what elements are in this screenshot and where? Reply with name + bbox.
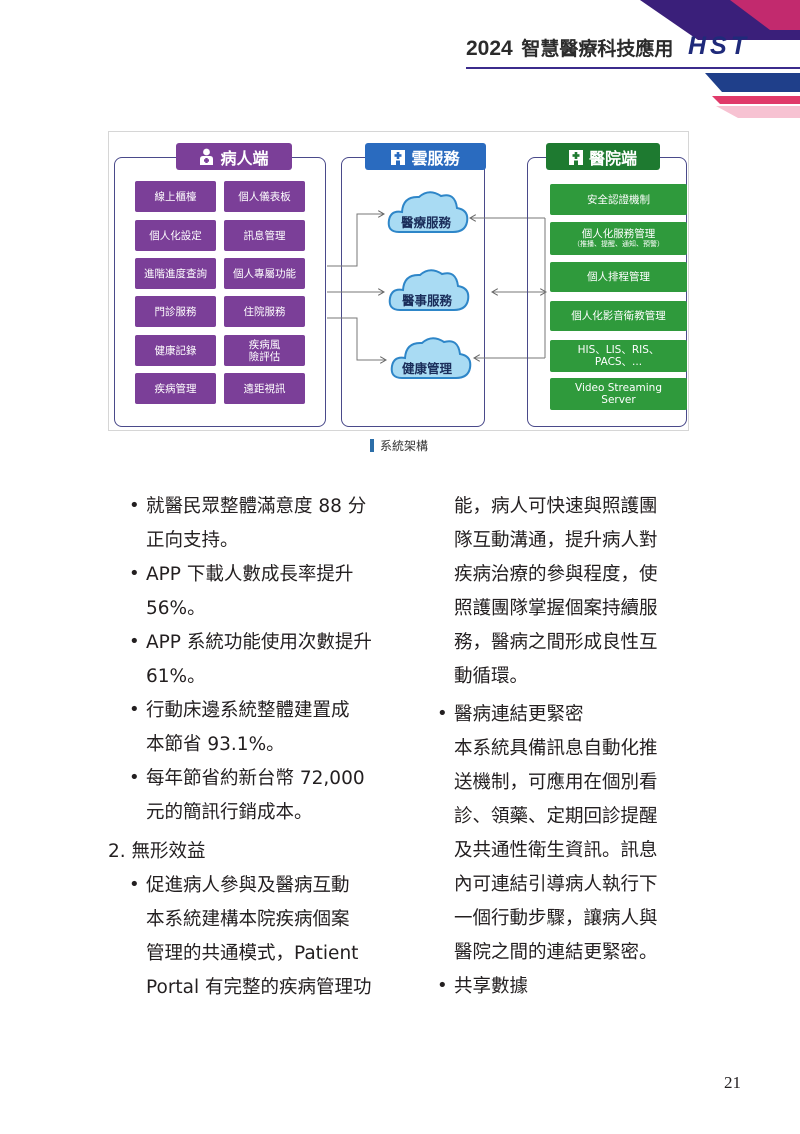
body-line: 疾病治療的參與程度，使 xyxy=(454,564,658,585)
header-title: 2024 智慧醫療科技應用 xyxy=(466,34,673,61)
body-line: 內可連結引導病人執行下 xyxy=(454,874,658,895)
cloud-icon xyxy=(387,191,469,233)
header-title-text: 智慧醫療科技應用 xyxy=(521,38,674,60)
cloud-service-health: 健康管理 xyxy=(402,361,453,376)
patient-item: 遠距視訊 xyxy=(224,373,305,404)
hospital-item: 個人化服務管理（推播、提醒、通知、預警） xyxy=(550,222,687,255)
body-line: 醫病連結更緊密 xyxy=(454,704,584,725)
patient-item: 門診服務 xyxy=(135,296,216,327)
hospital-building-icon xyxy=(568,150,583,165)
bullet-dot: • xyxy=(129,495,140,516)
cloud-service-medical: 醫療服務 xyxy=(401,215,452,230)
cloud-service-affairs: 醫事服務 xyxy=(402,293,453,308)
body-line: 元的簡訊行銷成本。 xyxy=(146,802,313,823)
hospital-panel-header: 醫院端 xyxy=(546,143,660,170)
person-icon xyxy=(200,148,214,165)
patient-item: 個人儀表板 xyxy=(224,181,305,212)
system-architecture-figure: 病人端 線上櫃檯 個人儀表板 個人化設定 訊息管理 進階進度查詢 個人專屬功能 … xyxy=(108,131,689,431)
body-line: 61%。 xyxy=(146,666,206,687)
bullet-dot: • xyxy=(129,767,140,788)
hst-logo: HST xyxy=(688,32,750,60)
connector-arrows xyxy=(327,132,690,432)
body-line: 一個行動步驟，讓病人與 xyxy=(454,908,658,929)
hospital-item: 個人化影音衛教管理 xyxy=(550,301,687,331)
body-line: APP 下載人數成長率提升 xyxy=(146,564,354,585)
body-line: 隊互動溝通，提升病人對 xyxy=(454,530,658,551)
body-line: 務，醫病之間形成良性互 xyxy=(454,632,658,653)
body-line: 行動床邊系統整體建置成 xyxy=(146,700,350,721)
body-line: 及共通性衛生資訊。訊息 xyxy=(454,840,658,861)
body-line: 本節省 93.1%。 xyxy=(146,734,285,755)
bullet-dot: • xyxy=(129,563,140,584)
bullet-dot: • xyxy=(437,703,448,724)
patient-item: 線上櫃檯 xyxy=(135,181,216,212)
patient-item: 訊息管理 xyxy=(224,220,305,251)
cloud-icon xyxy=(388,269,470,311)
cloud-panel-header: 雲服務 xyxy=(365,143,486,170)
page-number: 21 xyxy=(724,1073,741,1092)
bullet-dot: • xyxy=(437,975,448,996)
hospital-item: 個人排程管理 xyxy=(550,262,687,292)
body-line: 共享數據 xyxy=(454,976,529,997)
figure-caption: 系統架構 xyxy=(370,437,428,454)
patient-item: 進階進度查詢 xyxy=(135,258,216,289)
patient-item: 個人化設定 xyxy=(135,220,216,251)
caption-marker xyxy=(370,439,374,452)
body-line: 照護團隊掌握個案持續服 xyxy=(454,598,658,619)
body-line: 送機制，可應用在個別看 xyxy=(454,772,658,793)
patient-panel-header: 病人端 xyxy=(176,143,292,170)
cloud-panel-title: 雲服務 xyxy=(411,148,460,168)
body-line: 管理的共通模式，Patient xyxy=(146,943,359,964)
hospital-building-icon xyxy=(391,150,406,165)
body-line: 促進病人參與及醫病互動 xyxy=(146,875,350,896)
patient-item: 疾病風險評估 xyxy=(224,335,305,366)
patient-item: 個人專屬功能 xyxy=(224,258,305,289)
body-line: APP 系統功能使用次數提升 xyxy=(146,632,372,653)
body-line: 就醫民眾整體滿意度 88 分 xyxy=(146,496,367,517)
hospital-item: HIS、LIS、RIS、PACS、... xyxy=(550,340,687,372)
header-rule xyxy=(466,67,800,69)
patient-item: 住院服務 xyxy=(224,296,305,327)
header-year: 2024 xyxy=(466,37,513,60)
body-line: 56%。 xyxy=(146,598,206,619)
section-heading: 2. 無形效益 xyxy=(108,841,206,862)
hospital-item: 安全認證機制 xyxy=(550,184,687,215)
patient-item: 健康記錄 xyxy=(135,335,216,366)
header-decoration xyxy=(640,0,800,118)
body-line: 能，病人可快速與照護團 xyxy=(454,496,658,517)
hospital-panel-title: 醫院端 xyxy=(588,148,637,168)
patient-item: 疾病管理 xyxy=(135,373,216,404)
patient-panel-title: 病人端 xyxy=(220,148,269,168)
body-line: 醫院之間的連結更緊密。 xyxy=(454,942,658,963)
body-line: 診、領藥、定期回診提醒 xyxy=(454,806,658,827)
body-line: 本系統具備訊息自動化推 xyxy=(454,738,658,759)
bullet-dot: • xyxy=(129,874,140,895)
cloud-icon xyxy=(390,337,472,379)
bullet-dot: • xyxy=(129,631,140,652)
body-line: 正向支持。 xyxy=(146,530,239,551)
body-line: Portal 有完整的疾病管理功 xyxy=(146,977,372,998)
body-line: 動循環。 xyxy=(454,666,529,687)
bullet-dot: • xyxy=(129,699,140,720)
body-line: 本系統建構本院疾病個案 xyxy=(146,909,350,930)
body-line: 每年節省約新台幣 72,000 xyxy=(146,768,365,789)
